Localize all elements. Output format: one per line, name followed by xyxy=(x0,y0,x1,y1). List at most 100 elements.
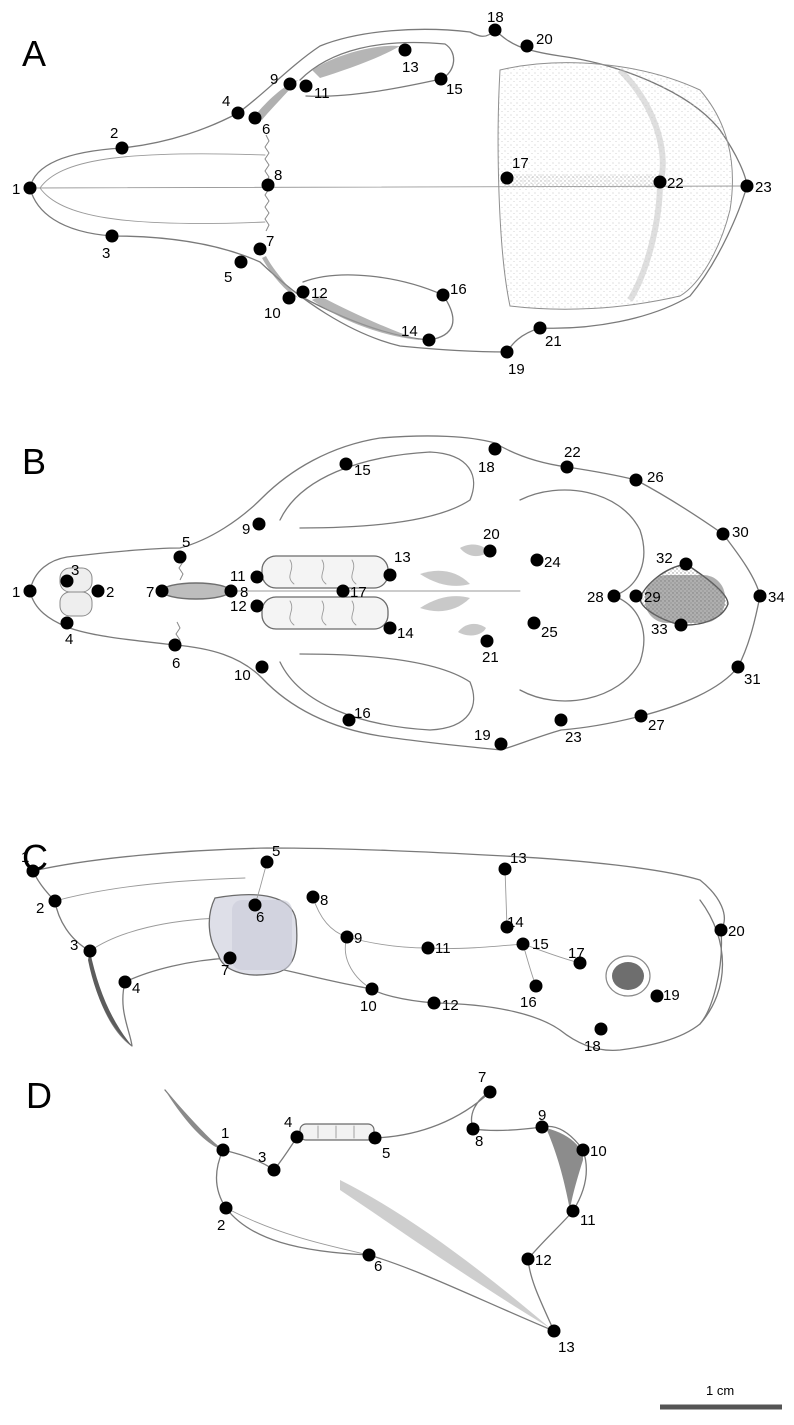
landmark-dot-a-22 xyxy=(654,176,667,189)
landmark-dot-d-4 xyxy=(291,1131,304,1144)
landmark-label-b-5: 5 xyxy=(182,534,190,551)
landmark-dot-b-20 xyxy=(484,545,497,558)
landmark-label-b-9: 9 xyxy=(242,521,250,538)
landmark-label-b-23: 23 xyxy=(565,729,582,746)
landmark-dot-a-2 xyxy=(116,142,129,155)
landmark-label-c-3: 3 xyxy=(70,937,78,954)
landmark-dot-d-13 xyxy=(548,1325,561,1338)
landmark-label-a-10: 10 xyxy=(264,305,281,322)
landmark-dot-b-22 xyxy=(561,461,574,474)
landmark-dot-b-24 xyxy=(531,554,544,567)
landmark-dot-d-2 xyxy=(220,1202,233,1215)
landmark-dot-b-31 xyxy=(732,661,745,674)
landmark-label-a-23: 23 xyxy=(755,179,772,196)
landmark-label-a-6: 6 xyxy=(262,121,270,138)
landmark-dot-a-11 xyxy=(300,80,313,93)
landmark-dot-c-18 xyxy=(595,1023,608,1036)
landmark-label-b-17: 17 xyxy=(350,584,367,601)
landmark-label-d-3: 3 xyxy=(258,1149,266,1166)
landmark-label-c-6: 6 xyxy=(256,909,264,926)
landmark-label-a-15: 15 xyxy=(446,81,463,98)
landmark-label-b-21: 21 xyxy=(482,649,499,666)
landmark-dot-b-23 xyxy=(555,714,568,727)
landmark-dot-b-10 xyxy=(256,661,269,674)
scale-bar-label: 1 cm xyxy=(706,1383,734,1398)
landmark-label-a-4: 4 xyxy=(222,93,230,110)
landmark-label-d-1: 1 xyxy=(221,1125,229,1142)
landmark-label-b-22: 22 xyxy=(564,444,581,461)
landmark-dot-c-19 xyxy=(651,990,664,1003)
landmark-dot-a-13 xyxy=(399,44,412,57)
landmark-dot-b-17 xyxy=(337,585,350,598)
landmark-label-c-9: 9 xyxy=(354,930,362,947)
landmark-label-a-20: 20 xyxy=(536,31,553,48)
landmark-label-b-30: 30 xyxy=(732,524,749,541)
landmark-label-d-5: 5 xyxy=(382,1145,390,1162)
landmark-label-b-32: 32 xyxy=(656,550,673,567)
landmark-label-a-11: 11 xyxy=(314,85,330,102)
landmark-dot-c-12 xyxy=(428,997,441,1010)
landmark-label-c-18: 18 xyxy=(584,1038,601,1055)
landmark-label-c-7: 7 xyxy=(221,962,229,979)
landmark-dot-c-3 xyxy=(84,945,97,958)
landmark-label-a-2: 2 xyxy=(110,125,118,142)
landmark-dot-a-14 xyxy=(423,334,436,347)
landmark-dot-a-6 xyxy=(249,112,262,125)
landmark-dot-c-10 xyxy=(366,983,379,996)
landmark-label-a-17: 17 xyxy=(512,155,529,172)
panel-c-drawing xyxy=(33,848,724,1050)
landmark-label-b-34: 34 xyxy=(768,589,785,606)
landmark-dot-a-20 xyxy=(521,40,534,53)
landmark-dot-a-12 xyxy=(297,286,310,299)
scale-bar: 1 cm xyxy=(660,1383,782,1407)
landmark-dot-c-1 xyxy=(27,865,40,878)
landmark-dot-a-4 xyxy=(232,107,245,120)
landmark-label-b-13: 13 xyxy=(394,549,411,566)
landmark-label-a-5: 5 xyxy=(224,269,232,286)
landmark-label-c-12: 12 xyxy=(442,997,459,1014)
landmark-dot-c-20 xyxy=(715,924,728,937)
landmark-label-a-8: 8 xyxy=(274,167,282,184)
landmark-label-d-6: 6 xyxy=(374,1258,382,1275)
landmark-dot-c-2 xyxy=(49,895,62,908)
landmark-label-b-25: 25 xyxy=(541,624,558,641)
landmark-label-b-19: 19 xyxy=(474,727,491,744)
landmark-dot-b-5 xyxy=(174,551,187,564)
landmark-label-b-16: 16 xyxy=(354,705,371,722)
landmark-dot-c-9 xyxy=(341,931,354,944)
landmark-label-a-3: 3 xyxy=(102,245,110,262)
landmark-label-c-11: 11 xyxy=(435,940,451,957)
panel-letter-d: D xyxy=(26,1075,52,1116)
landmark-label-c-16: 16 xyxy=(520,994,537,1011)
landmark-dot-b-2 xyxy=(92,585,105,598)
landmark-label-c-8: 8 xyxy=(320,892,328,909)
landmark-label-d-11: 11 xyxy=(580,1212,596,1229)
landmark-dot-b-8 xyxy=(225,585,238,598)
landmark-label-b-7: 7 xyxy=(146,584,154,601)
landmark-label-d-10: 10 xyxy=(590,1143,607,1160)
landmark-label-b-14: 14 xyxy=(397,625,414,642)
landmark-label-b-2: 2 xyxy=(106,584,114,601)
landmark-label-b-10: 10 xyxy=(234,667,251,684)
landmark-label-b-29: 29 xyxy=(644,589,661,606)
landmark-label-b-4: 4 xyxy=(65,631,73,648)
landmark-dot-b-29 xyxy=(630,590,643,603)
landmark-dot-c-8 xyxy=(307,891,320,904)
landmark-dot-d-5 xyxy=(369,1132,382,1145)
landmark-label-b-27: 27 xyxy=(648,717,665,734)
landmark-label-a-7: 7 xyxy=(266,233,274,250)
landmark-dot-d-1 xyxy=(217,1144,230,1157)
landmark-dot-b-7 xyxy=(156,585,169,598)
landmark-label-b-18: 18 xyxy=(478,459,495,476)
landmark-label-a-1: 1 xyxy=(12,181,20,198)
landmark-dot-b-21 xyxy=(481,635,494,648)
landmark-label-b-6: 6 xyxy=(172,655,180,672)
landmark-label-b-26: 26 xyxy=(647,469,664,486)
landmark-dot-a-9 xyxy=(284,78,297,91)
landmark-label-c-14: 14 xyxy=(507,914,524,931)
panel-letter-b: B xyxy=(22,441,46,482)
landmark-label-c-4: 4 xyxy=(132,980,140,997)
landmark-label-a-18: 18 xyxy=(487,9,504,26)
panel-a-drawing xyxy=(30,29,747,352)
